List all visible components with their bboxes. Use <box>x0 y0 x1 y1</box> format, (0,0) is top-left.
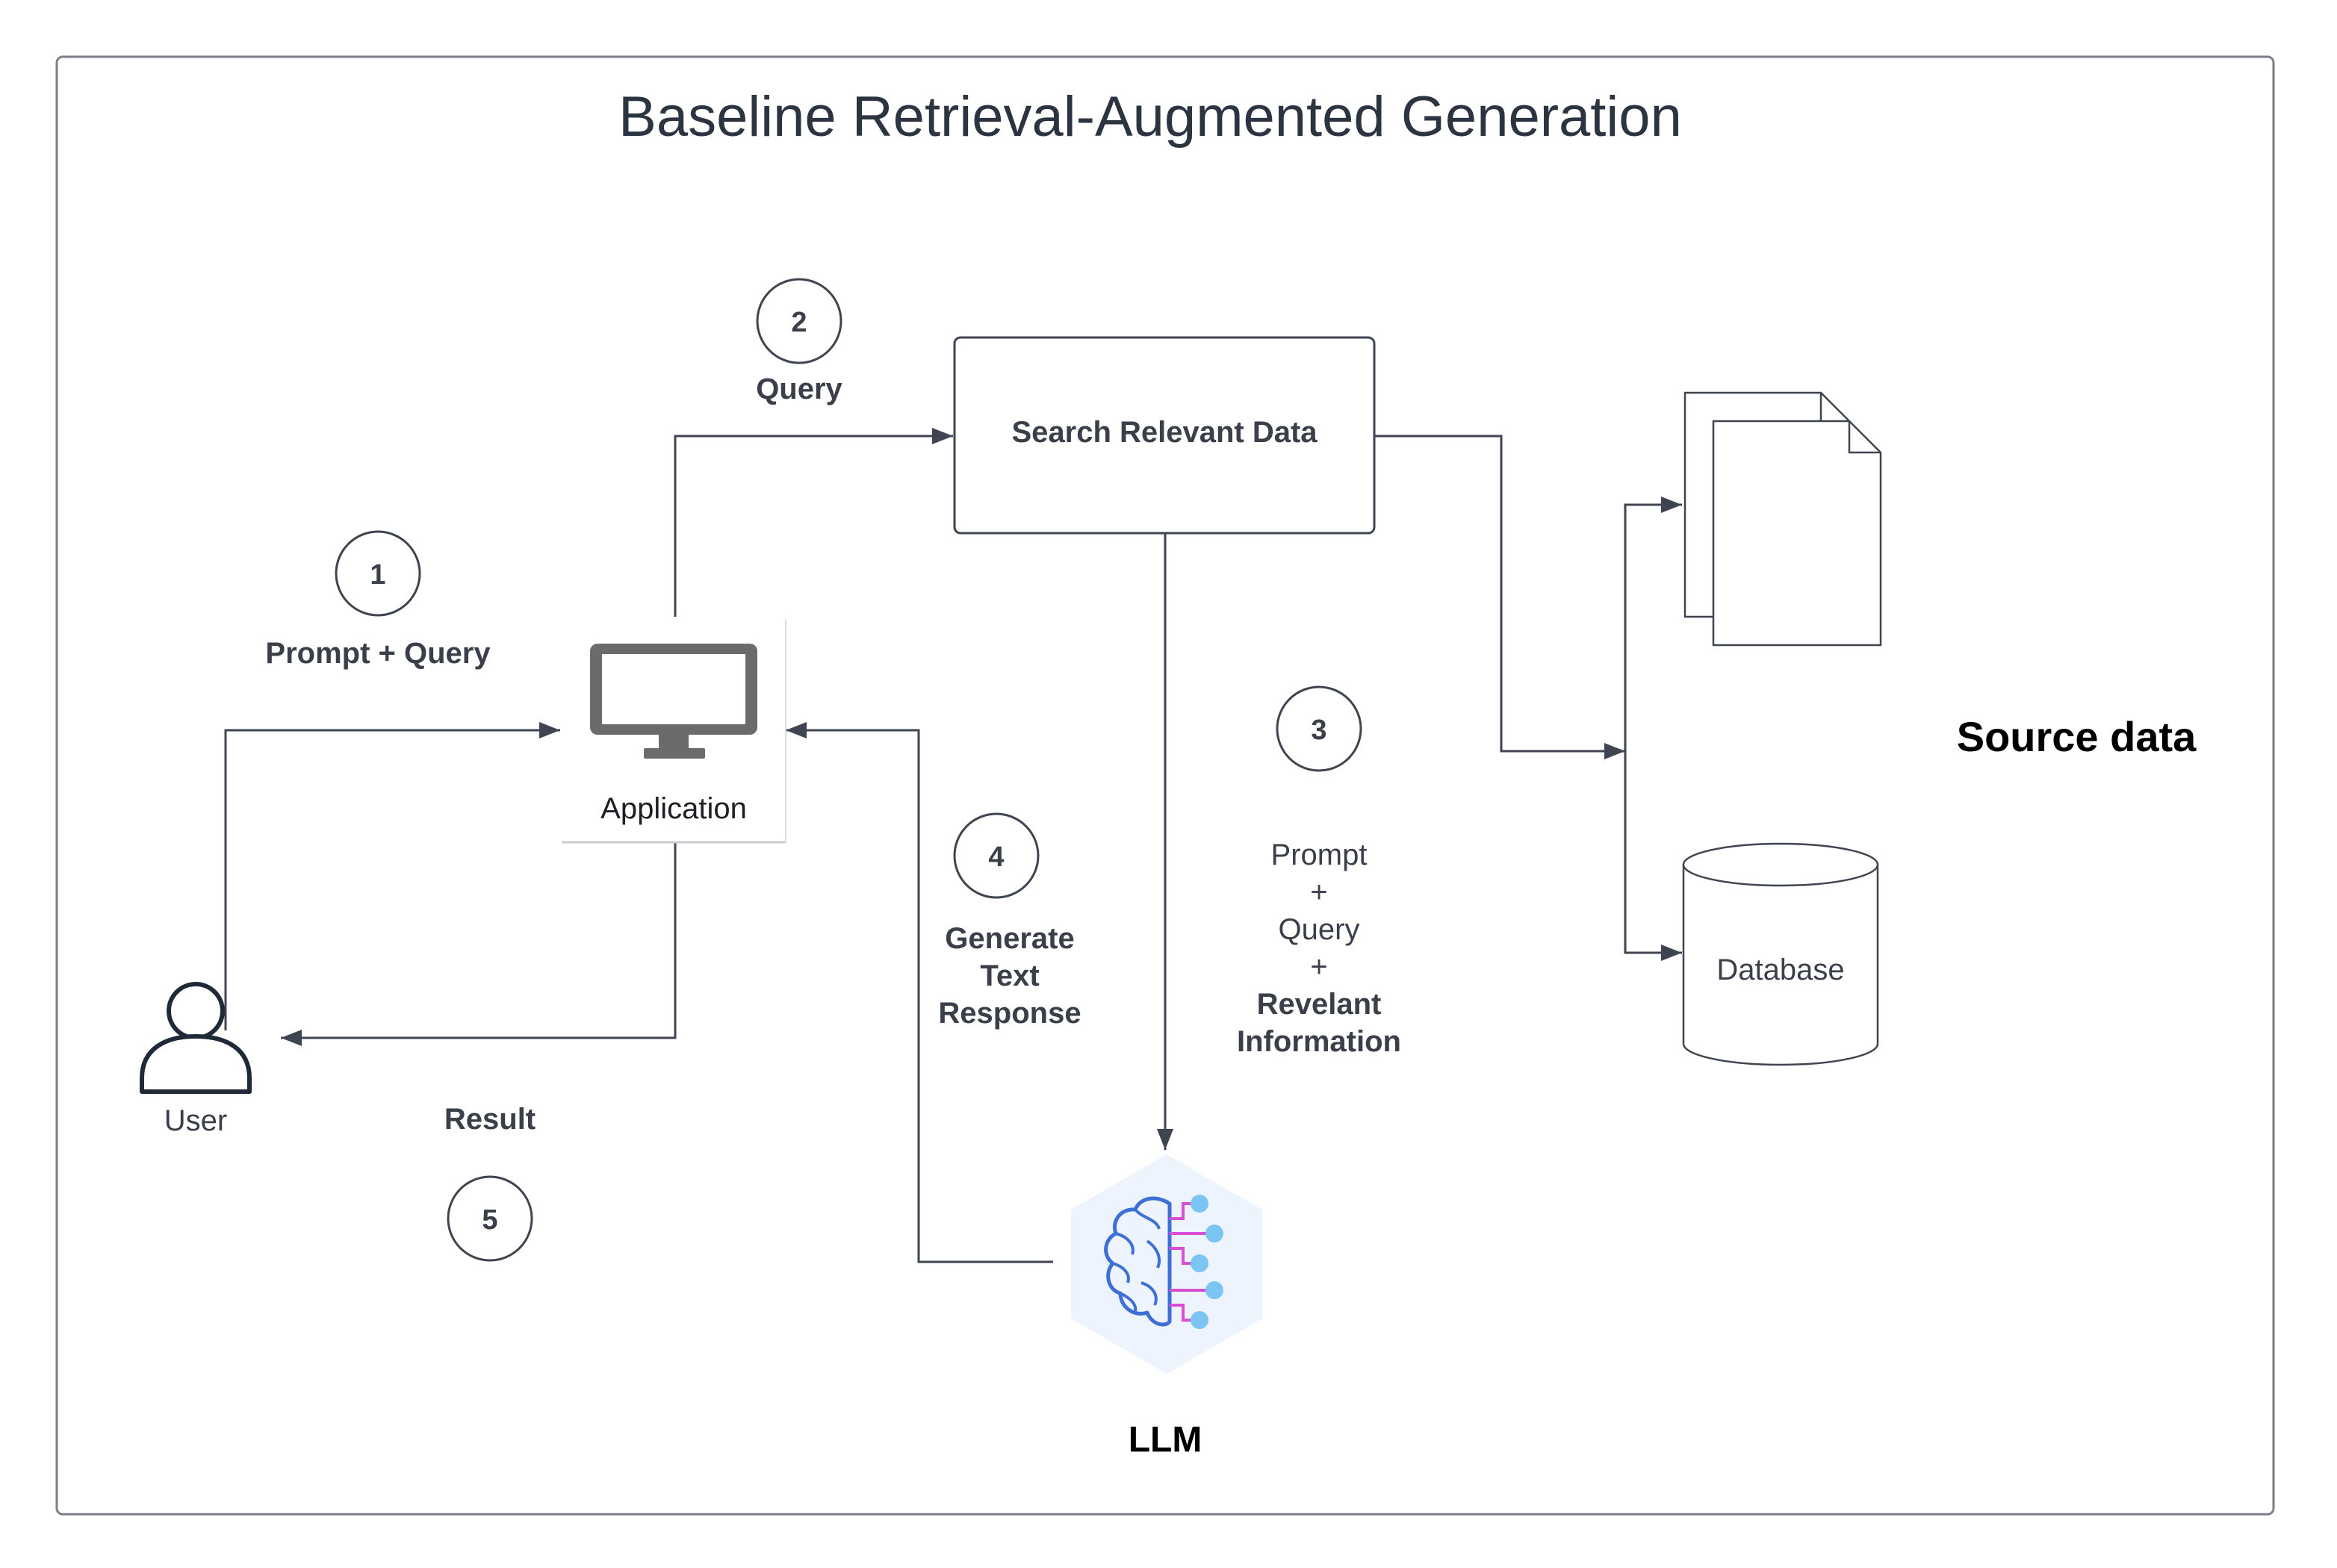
step-5-number: 5 <box>482 1204 497 1236</box>
cylinder-icon <box>1682 842 1879 1066</box>
step-3-number: 3 <box>1311 715 1326 746</box>
step-2-badge <box>756 278 842 364</box>
monitor-icon <box>590 644 757 759</box>
step-4-badge <box>953 812 1040 899</box>
connector-split-to-database <box>1624 751 1682 961</box>
step-1-number: 1 <box>370 559 385 591</box>
brain-circuit-icon <box>1104 1195 1223 1329</box>
step-5-label: Result <box>444 1103 536 1136</box>
user-icon <box>140 982 252 1094</box>
diagram-title: Baseline Retrieval-Augmented Generation <box>618 85 1682 149</box>
step-4-line: Text <box>980 959 1039 992</box>
step-1: 1 Prompt + Query <box>265 530 491 670</box>
step-3-badge <box>1276 685 1362 772</box>
search-label: Search Relevant Data <box>1011 416 1318 449</box>
step-3: 3 Prompt + Query + Revelant Information <box>1237 685 1401 1058</box>
step-3-bold-line: Information <box>1237 1025 1401 1058</box>
database-label: Database <box>1716 953 1844 986</box>
source-data-label: Source data <box>1957 713 2197 760</box>
step-2-number: 2 <box>791 307 807 338</box>
connector-split-to-documents <box>1624 497 1682 751</box>
search-box <box>953 336 1376 535</box>
application-node: Application <box>562 620 786 844</box>
connector-search-to-source <box>1374 435 1625 759</box>
step-2: 2 Query <box>756 278 843 405</box>
step-3-line: + <box>1310 951 1327 983</box>
step-4: 4 Generate Text Response <box>938 812 1081 1030</box>
step-3-line: Query <box>1279 913 1360 946</box>
step-4-number: 4 <box>988 841 1004 873</box>
llm-hexagon <box>1071 1154 1262 1374</box>
database-node: Database <box>1682 842 1879 1066</box>
user-label: User <box>164 1104 227 1137</box>
llm-label: LLM <box>1129 1420 1202 1460</box>
step-2-label: Query <box>756 373 842 405</box>
step-5: Result 5 <box>444 1103 536 1262</box>
step-3-line: + <box>1310 876 1327 909</box>
search-node: Search Relevant Data <box>953 336 1376 535</box>
step-4-line: Generate <box>945 922 1074 955</box>
connector-application-to-user <box>281 842 677 1046</box>
step-5-badge <box>447 1175 533 1262</box>
step-4-line: Response <box>938 997 1081 1030</box>
connector-user-to-application <box>224 722 560 1030</box>
step-1-label: Prompt + Query <box>265 637 491 670</box>
step-3-bold-line: Revelant <box>1257 988 1382 1021</box>
document-stack-icon <box>1683 391 1882 647</box>
application-label: Application <box>600 792 747 825</box>
step-3-line: Prompt <box>1271 839 1368 871</box>
llm-node: LLM <box>1071 1154 1262 1460</box>
connector-application-to-search <box>674 428 953 617</box>
user-node: User <box>140 982 252 1137</box>
connector-llm-to-application <box>786 722 1053 1263</box>
step-1-badge <box>335 530 421 617</box>
